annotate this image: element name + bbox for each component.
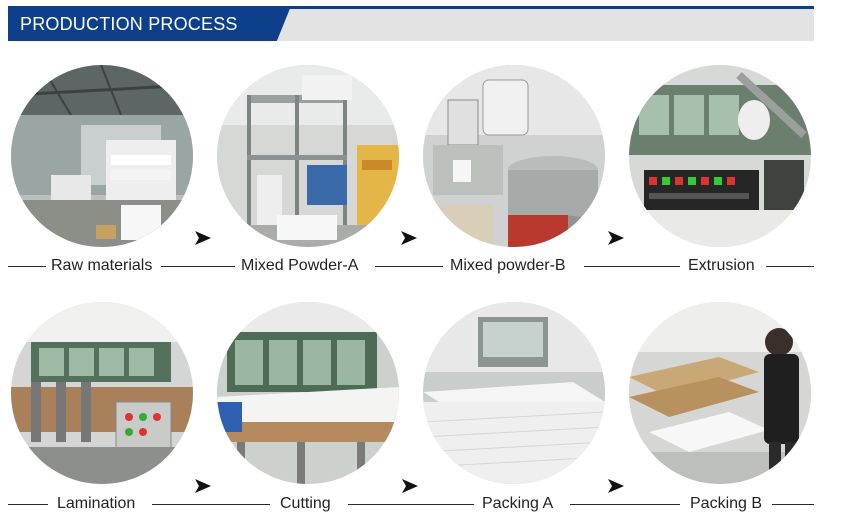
step-label: Mixed Powder-A — [241, 257, 359, 274]
section-header: PRODUCTION PROCESS — [8, 6, 814, 41]
boxing-worker-image — [629, 302, 811, 484]
arrow-right-icon — [195, 231, 211, 245]
photo-mixed-powder-a — [217, 65, 399, 247]
divider-line — [8, 266, 46, 267]
cutting-table-image — [217, 302, 399, 484]
page-title: PRODUCTION PROCESS — [20, 14, 238, 34]
step-label: Packing A — [482, 495, 554, 512]
lamination-machine-image — [11, 302, 193, 484]
photo-mixed-powder-b — [423, 65, 605, 247]
step-extrusion — [620, 65, 820, 285]
stacked-boards-image — [423, 302, 605, 484]
arrow-right-icon — [402, 479, 418, 493]
header-blue-tab — [8, 6, 291, 41]
step-cutting — [208, 302, 418, 522]
step-mixed-powder-a — [208, 65, 417, 285]
step-packing-b — [620, 302, 820, 522]
warehouse-image — [11, 65, 193, 247]
divider-line — [348, 504, 474, 505]
step-raw-materials — [2, 65, 211, 285]
extruder-image — [629, 65, 811, 247]
step-label: Packing B — [690, 495, 763, 512]
label-row-bottom: Lamination Cutting Packing A Packing B — [8, 494, 814, 514]
arrow-right-icon — [195, 479, 211, 493]
step-label: Mixed powder-B — [450, 257, 566, 274]
step-label: Extrusion — [688, 257, 755, 274]
label-row-top: Raw materials Mixed Powder-A Mixed powde… — [8, 256, 814, 276]
mixing-tower-image — [217, 65, 399, 247]
step-packing-a — [414, 302, 624, 522]
step-lamination — [2, 302, 211, 522]
arrow-right-icon — [608, 231, 624, 245]
divider-line — [161, 266, 235, 267]
divider-line — [8, 504, 48, 505]
arrow-right-icon — [401, 231, 417, 245]
mixer-machine-image — [423, 65, 605, 247]
divider-line — [570, 504, 680, 505]
photo-cutting — [217, 302, 399, 484]
photo-packing-a — [423, 302, 605, 484]
step-label: Raw materials — [51, 257, 153, 274]
photo-raw-materials — [11, 65, 193, 247]
photo-lamination — [11, 302, 193, 484]
divider-line — [766, 266, 814, 267]
divider-line — [375, 266, 443, 267]
header-top-rule — [8, 6, 814, 9]
step-label: Cutting — [280, 495, 331, 512]
divider-line — [772, 504, 814, 505]
divider-line — [152, 504, 270, 505]
photo-extrusion — [629, 65, 811, 247]
photo-packing-b — [629, 302, 811, 484]
arrow-right-icon — [608, 479, 624, 493]
step-label: Lamination — [57, 495, 136, 512]
divider-line — [584, 266, 680, 267]
step-mixed-powder-b — [414, 65, 624, 285]
